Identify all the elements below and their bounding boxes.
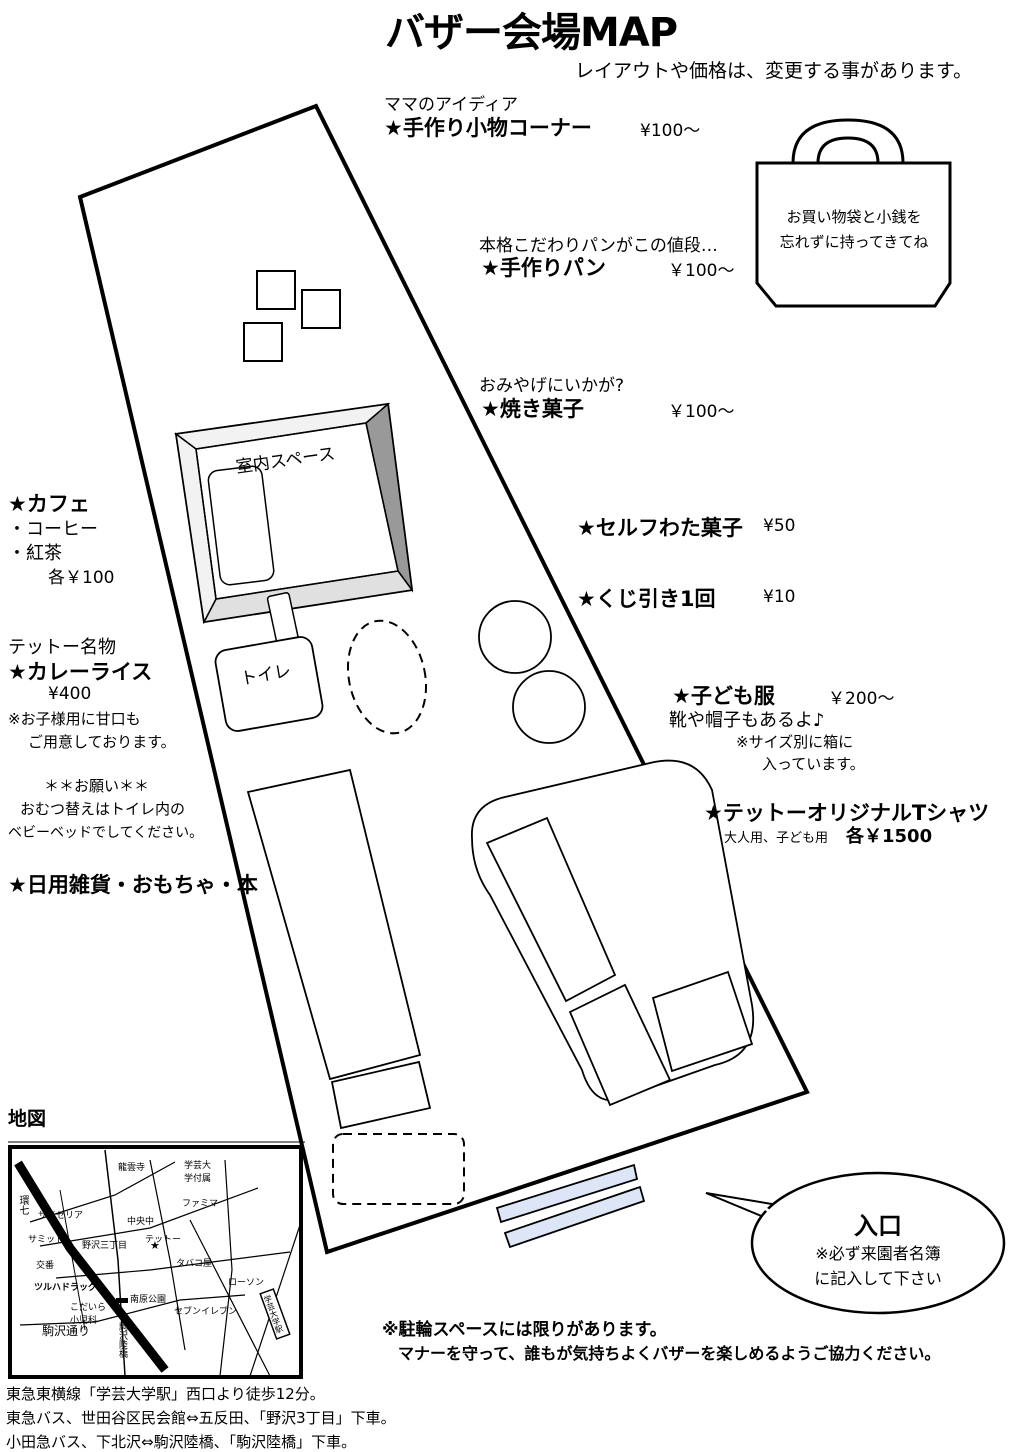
map-label-komazawa-rk: 駒沢陸橋 (117, 1322, 127, 1358)
map-label-kannana: 環七 (17, 1195, 28, 1215)
entrance-gate (495, 1163, 639, 1224)
baked-sweets-price: ￥100～ (668, 402, 735, 422)
map-label-lawson: ローソン (228, 1278, 265, 1288)
handmade-goods-sub: ママのアイディア (384, 95, 518, 115)
dashed-area (346, 619, 428, 735)
lottery-name: ★くじ引き1回 (577, 587, 716, 611)
handmade-goods-price: ¥100～ (640, 121, 701, 141)
cafe-item2: ・紅茶 (8, 543, 62, 564)
directions-line1: 東急東横線「学芸大学駅」西口より徒歩12分。 (6, 1385, 325, 1403)
tetto-star-icon: ★ (150, 1239, 160, 1252)
clothes-stall (568, 983, 672, 1107)
map-label-ryuunji: 龍雲寺 (118, 1163, 146, 1173)
map-label-chuuchuu: 中央中 (127, 1217, 155, 1227)
access-map-title: 地図 (8, 1108, 47, 1130)
map-label-tabako: タバコ屋 (176, 1259, 213, 1269)
round-table (478, 600, 552, 674)
request-title: ＊＊お願い＊＊ (44, 777, 150, 795)
curry-sub: テットー名物 (8, 637, 116, 658)
small-stall (330, 1060, 432, 1130)
round-table (512, 670, 586, 744)
map-label-saizeriya: サイゼリア (38, 1211, 84, 1221)
kids-clothes-price: ￥200～ (828, 689, 895, 709)
long-stall (246, 768, 422, 1081)
directions-line2: 東急バス、世田谷区民会館⇔五反田、「野沢3丁目」下車。 (6, 1409, 396, 1427)
entrance-bubble (705, 1171, 1006, 1315)
map-label-tsuruha: ツルハドラッグ (34, 1283, 98, 1293)
tshirt-name: ★テットーオリジナルTシャツ (704, 801, 990, 825)
map-label-nozawa: 野沢三丁目 (82, 1241, 128, 1251)
parking-line1: ※駐輪スペースには限りがあります。 (382, 1320, 667, 1340)
indoor-space (174, 402, 414, 625)
baked-sweets-name: ★焼き菓子 (481, 397, 584, 421)
access-map (8, 1141, 305, 1379)
curry-price: ¥400 (48, 684, 92, 704)
curry-note2: ご用意しております。 (28, 733, 176, 751)
map-label-minamihara: 南原公園 (130, 1295, 167, 1305)
entrance-title: 入口 (854, 1212, 902, 1240)
tshirt-price: 各￥1500 (846, 826, 933, 847)
cafe-item1: ・コーヒー (8, 519, 98, 540)
cotton-candy-name: ★セルフわた菓子 (577, 516, 743, 540)
cafe-price: 各￥100 (48, 568, 115, 588)
map-label-seven: セブンイレブン (174, 1307, 238, 1317)
map-label-komazawa-st: 駒沢通り (42, 1324, 91, 1338)
kids-clothes-note1: ※サイズ別に箱に (736, 733, 854, 751)
daily-goods-name: ★日用雑貨・おもちゃ・本 (8, 873, 258, 897)
curry-name: ★カレーライス (8, 660, 153, 684)
curry-note1: ※お子様用に甘口も (8, 710, 141, 728)
cafe-name: ★カフェ (8, 492, 90, 516)
stall-square (243, 322, 283, 362)
change-notice: レイアウトや価格は、変更する事があります。 (575, 60, 973, 82)
entrance-line2: に記入して下さい (814, 1269, 942, 1288)
map-label-gakugei: 学芸大学付属 (184, 1161, 212, 1184)
map-label-koban: 交番 (36, 1261, 55, 1271)
request-line2: ベビーベッドでしてください。 (8, 825, 204, 841)
bag-note-line1: お買い物袋と小銭を (786, 208, 922, 226)
map-label-tetto: テットー (145, 1235, 182, 1245)
bread-name: ★手作りパン (481, 256, 606, 280)
baked-sweets-sub: おみやげにいかが? (479, 376, 625, 396)
request-line1: おむつ替えはトイレ内の (20, 800, 186, 818)
entrance-gate (503, 1185, 646, 1249)
bread-price: ￥100～ (668, 261, 735, 281)
handmade-goods-name: ★手作り小物コーナー (384, 116, 592, 140)
tshirt-sizes: 大人用、子ども用 (724, 831, 829, 846)
kids-clothes-name: ★子ども服 (672, 684, 775, 708)
parking-line2: マナーを守って、誰もが気持ちよくバザーを楽しめるようご協力ください。 (398, 1344, 941, 1363)
kids-clothes-line1: 靴や帽子もあるよ♪ (669, 710, 825, 731)
toilet-room (214, 636, 324, 732)
directions-line3: 小田急バス、下北沢⇔駒沢陸橋、「駒沢陸橋」下車。 (6, 1433, 357, 1451)
cotton-candy-price: ¥50 (763, 516, 796, 536)
lottery-price: ¥10 (763, 587, 796, 607)
venue-outline (77, 103, 810, 1255)
bread-sub: 本格こだわりパンがこの値段… (479, 236, 718, 256)
kids-clothes-note2: 入っています。 (762, 755, 865, 773)
stall-square (256, 270, 296, 310)
clothes-stall (485, 816, 617, 1003)
page-title: バザー会場MAP (385, 10, 678, 56)
map-label-familymart: ファミマ (182, 1199, 219, 1209)
clothes-stall (651, 970, 754, 1073)
entrance-line1: ※必ず来園者名簿 (815, 1244, 941, 1263)
map-label-kodaira: こだいら小児科 (70, 1303, 107, 1326)
dashed-area (332, 1133, 465, 1205)
shopping-bag-icon (755, 118, 952, 308)
bag-note-line2: 忘れずに持ってきてね (779, 233, 929, 251)
map-label-summit: サミット (28, 1235, 65, 1245)
stall-square (301, 289, 341, 329)
